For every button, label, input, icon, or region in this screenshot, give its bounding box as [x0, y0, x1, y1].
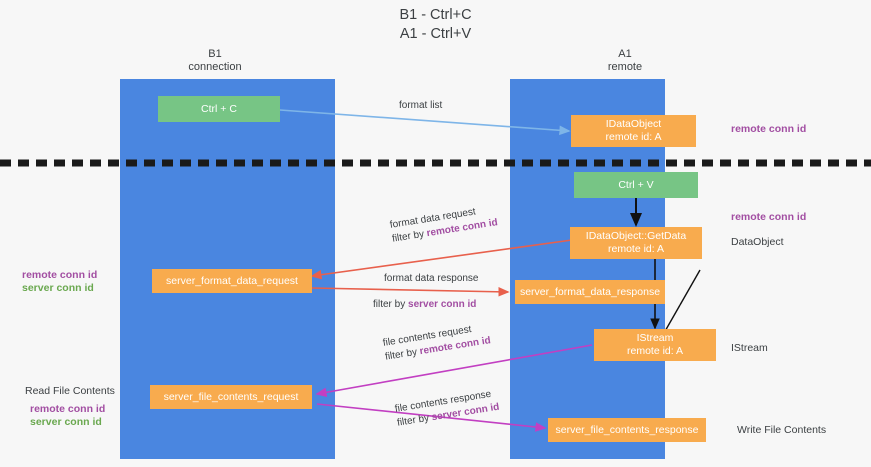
node-ctrl-v[interactable]: Ctrl + V	[574, 172, 698, 198]
arrow-format-data-response	[311, 287, 510, 297]
side-label-write-file-contents: Write File Contents	[737, 424, 827, 436]
edge-label-format-data-response-text: format data response	[384, 273, 479, 284]
node-ctrl-c-label: Ctrl + C	[201, 102, 237, 115]
node-server-file-contents-request[interactable]: server_file_contents_request	[150, 385, 312, 409]
arrow-response-to-istream	[679, 269, 701, 306]
column-header-a1: A1 remote	[565, 48, 685, 74]
edge-label-format-list: format list	[399, 99, 442, 113]
side-label-left-server-conn-id: server conn id	[22, 282, 94, 294]
column-a1-name: A1	[618, 48, 632, 60]
node-istream[interactable]: IStream remote id: A	[594, 329, 716, 361]
arrow-format-list	[279, 109, 571, 136]
side-label-left-remote-conn-id: remote conn id	[22, 269, 98, 281]
node-server-format-data-request[interactable]: server_format_data_request	[152, 269, 312, 293]
side-label-istream: IStream	[731, 342, 768, 354]
edge-label-format-data-response: format data response	[384, 272, 479, 286]
arrow-file-contents-response	[316, 403, 547, 432]
node-idataobject-label: IDataObject	[605, 118, 662, 130]
node-server-format-data-response[interactable]: server_format_data_response	[515, 280, 665, 304]
diagram-title: B1 - Ctrl+C A1 - Ctrl+V	[0, 6, 871, 44]
column-b1-name: B1	[208, 48, 222, 60]
node-idataobject-getdata[interactable]: IDataObject::GetData remote id: A	[570, 227, 702, 259]
node-getdata-label: IDataObject::GetData	[585, 230, 687, 242]
column-b1-role: connection	[188, 61, 242, 73]
node-server-file-contents-response[interactable]: server_file_contents_response	[548, 418, 706, 442]
side-label-left-server-conn-id-2: server conn id	[30, 416, 102, 428]
filter-prefix-2: filter by	[373, 299, 409, 310]
title-line-1: B1 - Ctrl+C	[399, 7, 472, 23]
edge-label-format-data-response-filter: filter by server conn id	[373, 298, 476, 312]
node-idataobject[interactable]: IDataObject remote id: A	[571, 115, 696, 147]
side-label-left-remote-conn-id-2: remote conn id	[30, 403, 106, 415]
node-istream-label: IStream	[636, 332, 674, 344]
arrow-file-contents-request	[315, 344, 593, 398]
side-label-remote-conn-id-mid: remote conn id	[731, 211, 807, 223]
edge-label-format-list-text: format list	[399, 100, 443, 111]
node-idataobject-sub: remote id: A	[605, 131, 662, 143]
node-server-file-contents-request-label: server_file_contents_request	[163, 390, 299, 403]
side-label-read-file-contents: Read File Contents	[25, 385, 115, 397]
node-getdata-sub: remote id: A	[607, 243, 665, 255]
node-ctrl-v-label: Ctrl + V	[618, 178, 654, 191]
side-label-remote-conn-id-top: remote conn id	[731, 123, 807, 135]
side-label-dataobject: DataObject	[731, 236, 784, 248]
node-server-format-data-response-label: server_format_data_response	[519, 285, 661, 298]
arrow-format-data-request	[310, 239, 573, 280]
column-a1-role: remote	[607, 61, 643, 73]
filter-key-server-conn-id-1: server conn id	[408, 299, 477, 310]
column-header-b1: B1 connection	[155, 48, 275, 74]
title-line-2: A1 - Ctrl+V	[399, 26, 472, 42]
node-istream-sub: remote id: A	[626, 345, 684, 357]
node-server-format-data-request-label: server_format_data_request	[166, 274, 298, 287]
node-ctrl-c[interactable]: Ctrl + C	[158, 96, 280, 122]
node-server-file-contents-response-label: server_file_contents_response	[555, 423, 699, 436]
